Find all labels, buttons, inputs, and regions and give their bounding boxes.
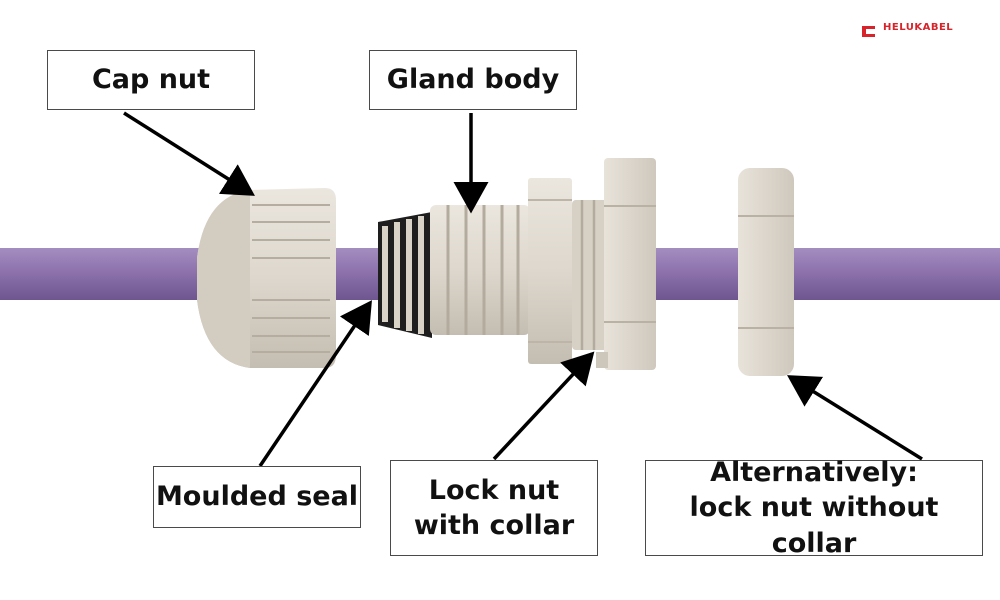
alternative-text-line-2: lock nut without collar (689, 492, 939, 559)
lock-nut-text-line-1: Lock nut (428, 474, 560, 506)
moulded-seal (378, 212, 432, 338)
moulded-seal-label: Moulded seal (153, 466, 361, 528)
alternative-label: Alternatively: lock nut without collar (645, 457, 983, 559)
moulded-seal-arrow (258, 300, 372, 467)
brand-mark-icon (862, 22, 875, 37)
lock-nut-with-collar-label: Lock nut with collar (390, 460, 598, 556)
lock-nut-with-collar (596, 158, 656, 370)
cap-nut (197, 188, 336, 368)
lock-nut-collar-arrow (492, 351, 595, 461)
brand-logo: HELUKABEL (862, 22, 954, 37)
alternative-text-line-1: Alternatively: (710, 457, 918, 489)
cap-nut-arrow (123, 111, 255, 196)
alternative-arrow (787, 375, 923, 461)
gland-body-text: Gland body (386, 64, 560, 96)
gland-body (430, 178, 608, 364)
moulded-seal-text: Moulded seal (155, 481, 359, 513)
cap-nut-text: Cap nut (91, 64, 211, 96)
gland-body-label: Gland body (369, 50, 577, 110)
lock-nut-without-collar (738, 168, 794, 376)
lock-nut-text-line-2: with collar (413, 510, 575, 541)
brand-name: HELUKABEL (883, 22, 954, 33)
cap-nut-label: Cap nut (47, 50, 255, 110)
